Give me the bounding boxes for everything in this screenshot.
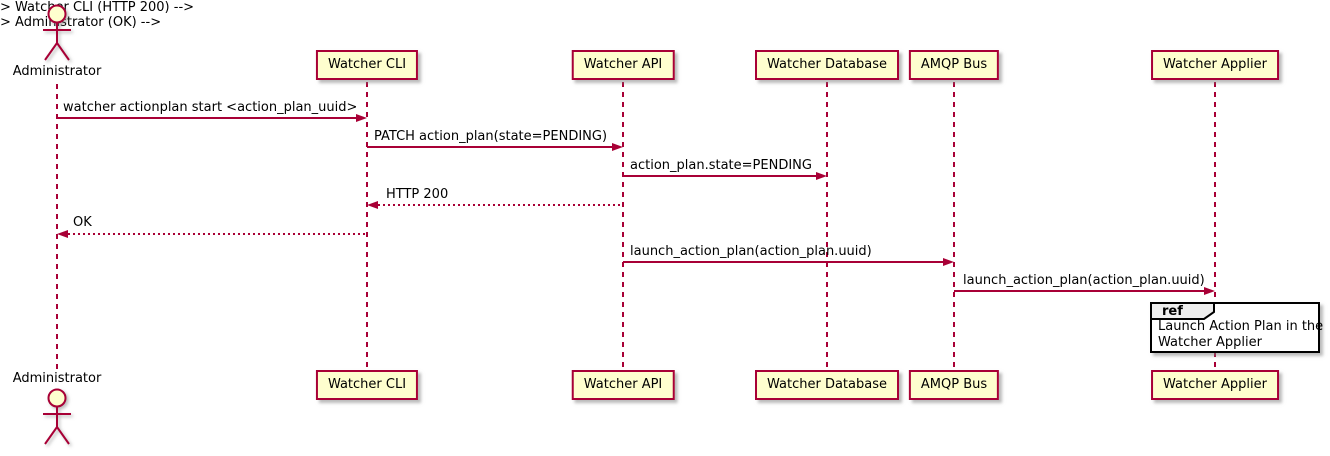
message-2-arrowhead-icon: [612, 142, 623, 151]
lifeline-amqp-bus: [953, 82, 955, 370]
actor-icon: [43, 4, 71, 61]
message-7-line: [954, 290, 1205, 292]
participant-watcher-api-bottom: Watcher API: [571, 370, 675, 400]
message-2-label: PATCH action_plan(state=PENDING): [374, 129, 608, 144]
actor-label-top: Administrator: [12, 64, 102, 79]
ref-fragment: ref Launch Action Plan in the Watcher Ap…: [1150, 302, 1323, 353]
participant-watcher-cli-top: Watcher CLI: [315, 50, 419, 80]
actor-icon-bottom: [43, 388, 71, 445]
message-4-arrowhead-icon: [367, 200, 378, 209]
message-7-label: launch_action_plan(action_plan.uuid): [963, 273, 1205, 288]
participant-watcher-api-top: Watcher API: [571, 50, 675, 80]
message-1-line: [57, 117, 357, 119]
message-4-line: [378, 204, 623, 206]
message-2-line: [367, 146, 613, 148]
ref-keyword: ref: [1162, 304, 1183, 319]
participant-amqp-bus-bottom: AMQP Bus: [908, 370, 1000, 400]
ref-text: Launch Action Plan in the Watcher Applie…: [1158, 319, 1323, 351]
message-6-arrowhead-icon: [943, 257, 954, 266]
participant-watcher-applier-top: Watcher Applier: [1151, 50, 1279, 80]
message-6-line: [623, 261, 944, 263]
message-4-label: HTTP 200: [386, 187, 449, 202]
ref-tag-pentagon-icon: [1150, 302, 1215, 320]
message-5-label: OK: [73, 215, 92, 230]
ref-text-line1: Launch Action Plan in the: [1158, 319, 1324, 334]
participant-amqp-bus-top: AMQP Bus: [908, 50, 1000, 80]
message-3-label: action_plan.state=PENDING: [630, 158, 812, 173]
message-5-line: [68, 233, 367, 235]
lifeline-watcher-database: [826, 82, 828, 370]
message-3-line: [623, 175, 817, 177]
message-1-arrowhead-icon: [356, 113, 367, 122]
message-6-label: launch_action_plan(action_plan.uuid): [630, 244, 872, 259]
participant-watcher-database-top: Watcher Database: [755, 50, 899, 80]
message-5-arrowhead-icon: [57, 229, 68, 238]
message-1-label: watcher actionplan start <action_plan_uu…: [63, 100, 358, 115]
participant-watcher-cli-bottom: Watcher CLI: [315, 370, 419, 400]
lifeline-watcher-applier: [1214, 82, 1216, 370]
message-3-arrowhead-icon: [816, 171, 827, 180]
lifeline-watcher-cli: [366, 82, 368, 370]
actor-label-bottom: Administrator: [12, 371, 102, 386]
participant-watcher-applier-bottom: Watcher Applier: [1151, 370, 1279, 400]
lifeline-administrator: [56, 84, 58, 370]
ref-text-line2: Watcher Applier: [1158, 335, 1262, 350]
lifeline-watcher-api: [622, 82, 624, 370]
participant-watcher-database-bottom: Watcher Database: [755, 370, 899, 400]
message-7-arrowhead-icon: [1204, 286, 1215, 295]
